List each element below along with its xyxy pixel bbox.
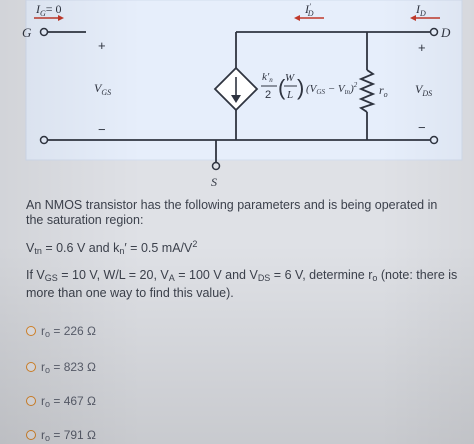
source-terminal — [211, 161, 221, 171]
gate-current-label: IG= 0 — [35, 2, 62, 18]
drain-current-label: ID — [415, 2, 426, 18]
gate-terminal — [39, 27, 49, 37]
question-text: An NMOS transistor has the following par… — [26, 198, 458, 310]
vds-plus: + — [418, 40, 426, 55]
answer-option-3[interactable]: ro = 467 Ω — [26, 392, 96, 410]
radio-button-icon[interactable] — [26, 430, 36, 440]
source-left-terminal — [39, 135, 49, 145]
radio-button-icon[interactable] — [26, 326, 36, 336]
wl-open-paren: ( — [278, 75, 286, 100]
question-intro: An NMOS transistor has the following par… — [26, 198, 438, 227]
answer-option-4[interactable]: ro = 791 Ω — [26, 426, 96, 444]
resistor-ro-icon — [358, 69, 376, 113]
drain-terminal — [429, 27, 439, 37]
question-given: If VGS = 10 V, W/L = 20, VA = 100 V and … — [26, 268, 458, 300]
radio-button-icon[interactable] — [26, 396, 36, 406]
answer-option-text: ro = 823 Ω — [41, 359, 97, 375]
source-node-label: S — [211, 175, 217, 189]
w-numerator: W — [285, 72, 295, 84]
answer-option-text: ro = 226 Ω — [41, 323, 97, 339]
drain-current-prime-arrowhead — [294, 15, 300, 21]
radio-button-icon[interactable] — [26, 362, 36, 372]
wl-close-paren: ) — [297, 75, 304, 100]
answer-option-text: ro = 791 Ω — [41, 427, 97, 443]
answer-option-2[interactable]: ro = 823 Ω — [26, 358, 96, 376]
drain-current-arrowhead — [410, 15, 416, 21]
drain-current-prime-label: I′D — [304, 2, 314, 18]
circuit-diagram: G IG= 0 D ID I′D S + VGS − + VDS − k′n 2… — [22, 0, 463, 189]
drain-node-label: D — [440, 25, 451, 40]
question-params: Vtn = 0.6 V and kn′ = 0.5 mA/V2 — [26, 239, 198, 256]
current-source-arrowhead — [231, 95, 241, 103]
kn-denominator: 2 — [265, 89, 271, 101]
kn-numerator: k′n — [262, 71, 273, 84]
l-denominator: L — [286, 89, 293, 101]
vds-label: VDS — [415, 82, 432, 98]
gate-node-label: G — [22, 25, 32, 40]
vgs-label: VGS — [94, 81, 111, 97]
vds-minus: − — [418, 120, 426, 135]
vgs-vtn-expression: (VGS − Vtn)2 — [306, 81, 358, 96]
source-right-terminal — [429, 135, 439, 145]
ro-label: ro — [379, 83, 388, 99]
vgs-minus: − — [98, 122, 106, 137]
vgs-plus: + — [98, 38, 106, 53]
gate-current-arrowhead — [58, 15, 64, 21]
answer-option-text: ro = 467 Ω — [41, 393, 97, 409]
answer-option-1[interactable]: ro = 226 Ω — [26, 322, 96, 340]
